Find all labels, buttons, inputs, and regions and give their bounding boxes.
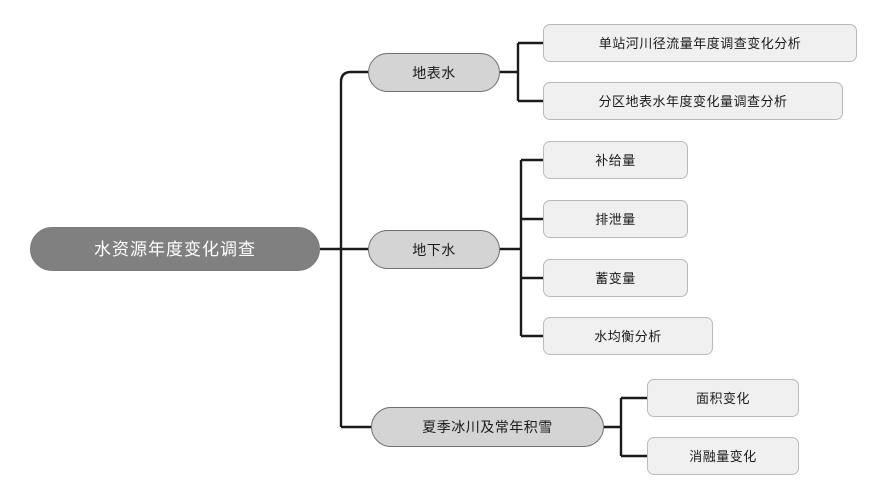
branch-node-glacier-snow[interactable]: 夏季冰川及常年积雪 (371, 407, 604, 447)
leaf-node-recharge[interactable]: 补给量 (543, 141, 688, 179)
branch-node-label: 地表水 (412, 64, 456, 81)
branch-node-surface-water[interactable]: 地表水 (368, 53, 500, 92)
leaf-node-water-balance-analysis[interactable]: 水均衡分析 (543, 317, 713, 355)
leaf-node-discharge[interactable]: 排泄量 (543, 200, 688, 238)
connector-root-to-branch-1 (339, 70, 368, 83)
leaf-node-label: 补给量 (595, 152, 636, 168)
leaf-node-station-runoff-analysis[interactable]: 单站河川径流量年度调查变化分析 (543, 24, 857, 62)
leaf-node-label: 单站河川径流量年度调查变化分析 (598, 35, 802, 51)
leaf-node-label: 分区地表水年度变化量调查分析 (598, 93, 788, 109)
branch-node-label: 地下水 (412, 241, 456, 258)
leaf-node-ablation-change[interactable]: 消融量变化 (647, 437, 799, 475)
root-node-label: 水资源年度变化调查 (94, 239, 256, 259)
leaf-node-zoned-surface-water-analysis[interactable]: 分区地表水年度变化量调查分析 (543, 82, 843, 120)
leaf-node-label: 排泄量 (595, 211, 636, 227)
leaf-node-label: 蓄变量 (595, 270, 636, 286)
root-node[interactable]: 水资源年度变化调查 (30, 227, 320, 271)
branch-node-label: 夏季冰川及常年积雪 (422, 419, 553, 435)
leaf-node-label: 面积变化 (695, 390, 750, 406)
leaf-node-storage-change[interactable]: 蓄变量 (543, 259, 688, 297)
leaf-node-label: 消融量变化 (689, 448, 757, 464)
leaf-node-area-change[interactable]: 面积变化 (647, 379, 799, 417)
leaf-node-label: 水均衡分析 (594, 328, 662, 344)
branch-node-groundwater[interactable]: 地下水 (368, 230, 500, 269)
